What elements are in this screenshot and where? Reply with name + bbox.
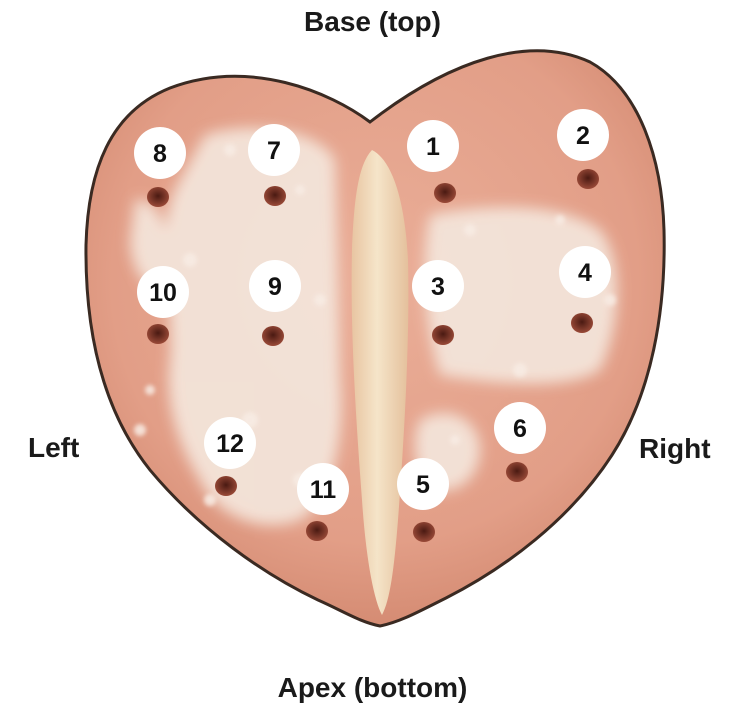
site-hole-12 bbox=[215, 476, 237, 496]
site-number-4: 4 bbox=[578, 259, 592, 287]
orientation-label-top: Base (top) bbox=[0, 6, 745, 38]
site-badge-2: 2 bbox=[557, 109, 609, 161]
site-hole-8 bbox=[147, 187, 169, 207]
site-badge-10: 10 bbox=[137, 266, 189, 318]
site-number-2: 2 bbox=[576, 122, 590, 150]
site-number-3: 3 bbox=[431, 273, 445, 301]
site-badge-3: 3 bbox=[412, 260, 464, 312]
orientation-label-left: Left bbox=[28, 432, 79, 464]
site-badge-8: 8 bbox=[134, 127, 186, 179]
orientation-label-bottom: Apex (bottom) bbox=[0, 672, 745, 704]
site-hole-6 bbox=[506, 462, 528, 482]
site-number-6: 6 bbox=[513, 415, 527, 443]
site-hole-1 bbox=[434, 183, 456, 203]
site-hole-5 bbox=[413, 522, 435, 542]
site-badge-4: 4 bbox=[559, 246, 611, 298]
site-badge-9: 9 bbox=[249, 260, 301, 312]
site-hole-11 bbox=[306, 521, 328, 541]
site-hole-3 bbox=[432, 325, 454, 345]
site-badge-11: 11 bbox=[297, 463, 349, 515]
site-number-1: 1 bbox=[426, 133, 440, 161]
site-hole-10 bbox=[147, 324, 169, 344]
site-badge-12: 12 bbox=[204, 417, 256, 469]
site-hole-9 bbox=[262, 326, 284, 346]
site-number-12: 12 bbox=[216, 430, 244, 458]
site-number-8: 8 bbox=[153, 140, 167, 168]
site-hole-4 bbox=[571, 313, 593, 333]
site-number-11: 11 bbox=[310, 476, 337, 504]
site-number-7: 7 bbox=[267, 137, 281, 165]
site-number-10: 10 bbox=[149, 279, 177, 307]
site-badge-1: 1 bbox=[407, 120, 459, 172]
site-number-5: 5 bbox=[416, 471, 430, 499]
site-badge-7: 7 bbox=[248, 124, 300, 176]
site-badge-5: 5 bbox=[397, 458, 449, 510]
site-hole-7 bbox=[264, 186, 286, 206]
site-number-9: 9 bbox=[268, 273, 282, 301]
site-hole-2 bbox=[577, 169, 599, 189]
site-badge-6: 6 bbox=[494, 402, 546, 454]
orientation-label-right: Right bbox=[639, 433, 711, 465]
